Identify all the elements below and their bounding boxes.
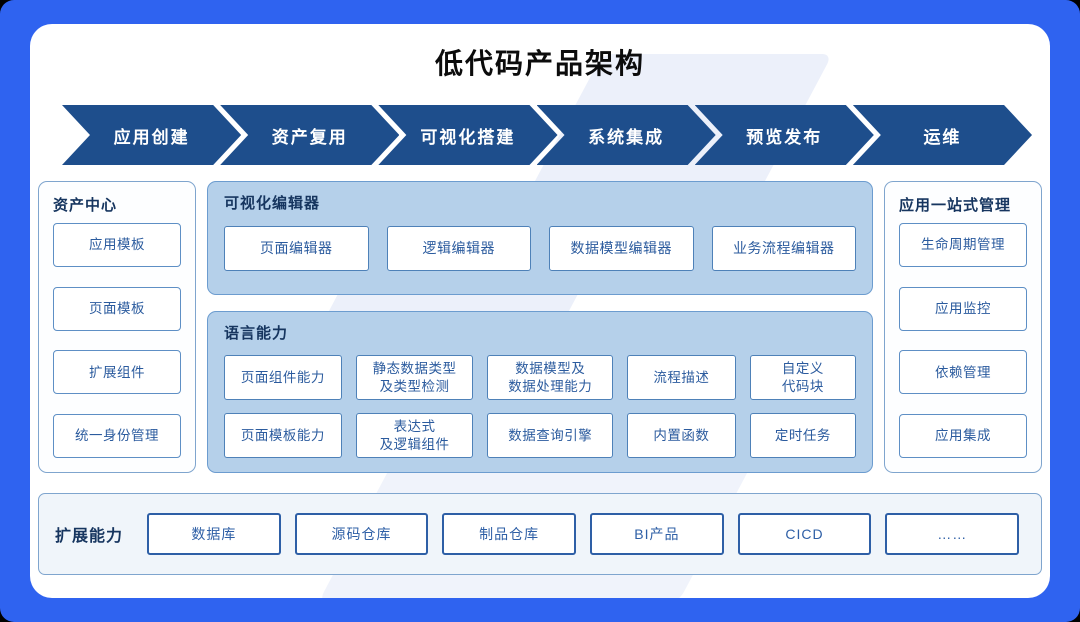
visual-editor-title: 可视化编辑器: [224, 195, 321, 212]
editor-item: 数据模型编辑器: [549, 226, 694, 271]
editor-item: 逻辑编辑器: [386, 226, 531, 271]
extension-item-source-repo: 源码仓库: [294, 513, 429, 555]
pipeline-step-ops: 运维: [853, 105, 1032, 165]
asset-center-panel: 资产中心 应用模板 页面模板 扩展组件 统一身份管理: [38, 181, 196, 473]
page-title: 低代码产品架构: [434, 48, 645, 79]
extension-item-bi-product: BI产品: [590, 513, 724, 555]
management-item: 应用集成: [899, 413, 1027, 458]
management-item: 依赖管理: [899, 350, 1027, 395]
language-item: 页面模板能力: [224, 413, 342, 458]
asset-item: 扩展组件: [53, 350, 181, 395]
language-item: 表达式 及逻辑组件: [355, 413, 474, 458]
extension-item-more: ……: [885, 513, 1020, 555]
extension-item-artifact-repo: 制品仓库: [442, 513, 577, 555]
language-capability-title: 语言能力: [224, 325, 289, 342]
language-item: 自定义 代码块: [749, 355, 856, 400]
management-item: 生命周期管理: [899, 223, 1027, 267]
architecture-card: 低代码产品架构 应用创建 资产复用 可视化搭建 系统集成 预览发布 运维 资产中…: [30, 24, 1050, 598]
extension-item-cicd: CICD: [737, 513, 872, 555]
pipeline-step-visual-build: 可视化搭建: [378, 105, 557, 165]
language-item: 数据查询引擎: [487, 413, 614, 458]
language-item: 内置函数: [627, 413, 736, 458]
asset-center-title: 资产中心: [53, 197, 118, 214]
pipeline-step-system-integration: 系统集成: [537, 105, 716, 165]
pipeline-flow: 应用创建 资产复用 可视化搭建 系统集成 预览发布 运维: [62, 105, 1032, 165]
management-item: 应用监控: [899, 286, 1027, 331]
asset-item: 页面模板: [53, 286, 181, 331]
visual-editor-panel: 可视化编辑器 页面编辑器 逻辑编辑器 数据模型编辑器 业务流程编辑器: [207, 181, 873, 295]
app-management-title: 应用一站式管理: [899, 197, 1012, 214]
language-capability-panel: 语言能力 页面组件能力 静态数据类型 及类型检测 数据模型及 数据处理能力 流程…: [207, 311, 873, 473]
pipeline-step-app-create: 应用创建: [62, 105, 241, 165]
editor-item: 页面编辑器: [224, 226, 369, 271]
language-item: 页面组件能力: [224, 355, 342, 400]
extension-panel: 扩展能力 数据库 源码仓库 制品仓库 BI产品 CICD ……: [38, 493, 1042, 575]
language-item: 流程描述: [627, 355, 736, 400]
editor-item: 业务流程编辑器: [711, 226, 856, 271]
language-item: 定时任务: [749, 413, 856, 458]
language-item: 数据模型及 数据处理能力: [487, 355, 614, 400]
asset-item: 应用模板: [53, 223, 181, 267]
language-item: 静态数据类型 及类型检测: [355, 355, 474, 400]
pipeline-step-preview-publish: 预览发布: [695, 105, 874, 165]
pipeline-step-asset-reuse: 资产复用: [220, 105, 399, 165]
app-management-panel: 应用一站式管理 生命周期管理 应用监控 依赖管理 应用集成: [884, 181, 1042, 473]
extension-title: 扩展能力: [55, 528, 124, 545]
asset-item: 统一身份管理: [53, 413, 181, 458]
extension-item-database: 数据库: [147, 513, 281, 555]
